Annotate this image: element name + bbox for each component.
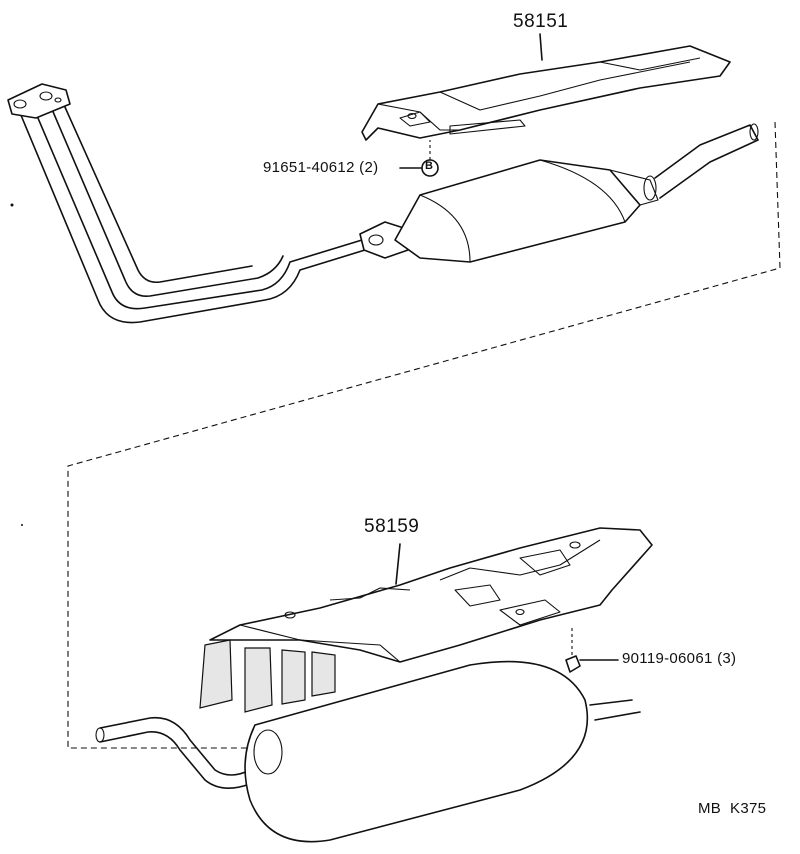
heat-insulator-58159 xyxy=(199,527,653,713)
drawing-code: MB K375 xyxy=(698,800,767,817)
main-muffler xyxy=(95,660,641,843)
assembly-dashed-boundary xyxy=(67,121,781,749)
bolt-b-callout xyxy=(399,140,439,177)
heat-insulator-58151 xyxy=(361,33,731,141)
part-label-58159: 58159 xyxy=(364,516,420,537)
catalytic-converter xyxy=(359,123,759,263)
speck xyxy=(21,524,23,526)
part-label-90119-06061: 90119-06061 (3) xyxy=(622,650,737,667)
callout-b-label: B xyxy=(425,160,433,172)
bolt-90119 xyxy=(565,628,619,673)
speck xyxy=(10,203,14,207)
front-exhaust-pipe xyxy=(7,83,366,324)
part-label-91651-40612: 91651-40612 (2) xyxy=(263,159,379,176)
part-label-58151: 58151 xyxy=(513,11,569,32)
